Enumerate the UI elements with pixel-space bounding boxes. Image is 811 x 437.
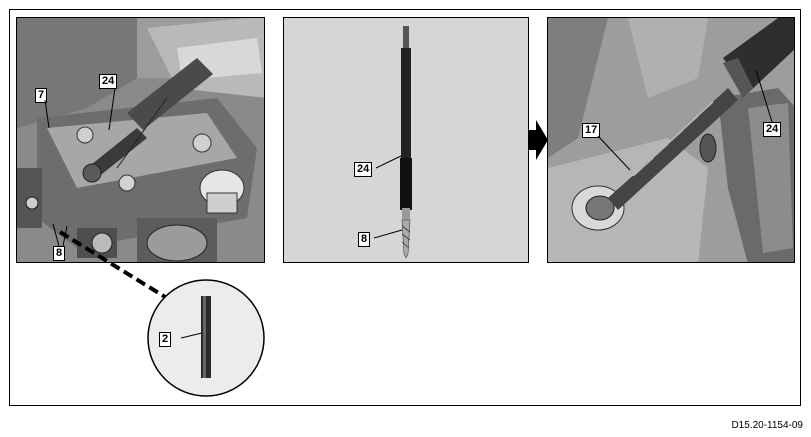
panel2-leader-lines bbox=[373, 155, 403, 239]
callout-24: 24 bbox=[354, 162, 373, 177]
callout-17: 17 bbox=[582, 123, 601, 138]
callout-24: 24 bbox=[99, 74, 118, 89]
callout-2: 2 bbox=[159, 332, 172, 347]
document-id: D15.20-1154-09 bbox=[731, 420, 803, 431]
drilling-illustration bbox=[548, 18, 794, 262]
panel-drill-bit: 24 8 bbox=[283, 17, 529, 263]
callout-24: 24 bbox=[763, 122, 782, 137]
step-arrow-icon bbox=[528, 120, 548, 160]
callout-7: 7 bbox=[35, 88, 48, 103]
panel-drilling-hole: 17 24 bbox=[547, 17, 795, 263]
callout-8: 8 bbox=[53, 246, 66, 261]
panel-engine-drilling: 7 24 8 bbox=[16, 17, 265, 263]
callout-8: 8 bbox=[358, 232, 371, 247]
panel3-leader-lines bbox=[597, 69, 773, 171]
drill-illustration bbox=[284, 18, 528, 262]
engine-illustration bbox=[17, 18, 264, 262]
